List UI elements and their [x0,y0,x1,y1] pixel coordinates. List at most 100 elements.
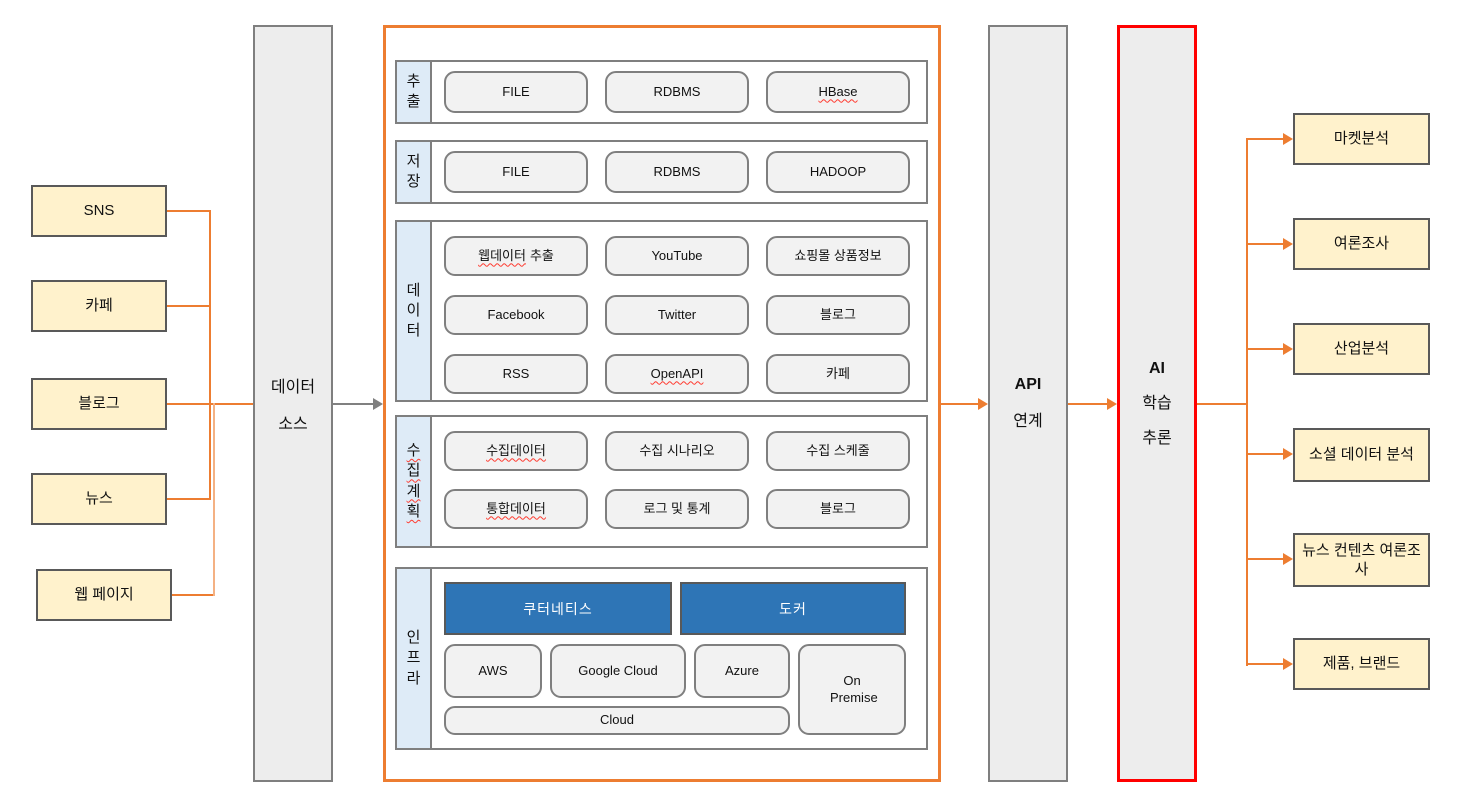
chip-label: AWS [478,662,508,678]
plan-blog-chip: 블로그 [766,489,910,529]
branch-line-2 [1248,243,1283,245]
arrow-pipeline-to-api-line [941,403,978,405]
connector-cafe [167,305,210,307]
ai-label-line2: 학습 [1142,394,1172,412]
row-data-label-cell: 데이터 [397,222,432,400]
chip-label: Facebook [487,306,545,322]
data-rss-chip: RSS [444,354,588,394]
output-label: 소셜 데이터 분석 [1309,446,1414,464]
row-label: 수집계획 [406,442,421,520]
api-label-line1: API [1014,376,1042,393]
infra-google-cloud-chip: Google Cloud [550,644,686,698]
output-box-news-content-poll: 뉴스 컨텐츠 여론조사 [1293,533,1430,587]
chip-label: Cloud [600,712,634,728]
chip-label: HBase [818,83,858,99]
api-link-box: API 연계 [988,25,1068,782]
output-box-social-data-analysis: 소셜 데이터 분석 [1293,428,1430,482]
source-label: SNS [83,202,115,220]
infra-aws-chip: AWS [444,644,542,698]
chip-label: Twitter [657,306,697,322]
branch-line-1 [1248,138,1283,140]
connector-left-vertical-2 [213,403,215,596]
chip-label: 쇼핑몰 상품정보 [794,247,882,263]
row-label: 저장 [406,152,421,190]
arrow-api-to-ai-line [1068,403,1107,405]
platform-label: 도커 [779,600,807,617]
data-source-box: 데이터 소스 [253,25,333,782]
branch-head-3 [1283,343,1293,355]
branch-line-3 [1248,348,1283,350]
row-extract-label-cell: 추출 [397,62,432,122]
platform-label: 쿠터네티스 [523,600,593,617]
row-infra-label-cell: 인프라 [397,569,432,748]
chip-label: RDBMS [653,163,701,179]
chip-label: FILE [502,163,530,179]
data-source-label-line2: 소스 [278,416,308,433]
extract-hbase-chip: HBase [766,71,910,113]
output-label: 산업분석 [1333,340,1390,358]
ai-learning-inference-box: AI 학습 추론 [1117,25,1197,782]
ai-label-line3: 추론 [1142,429,1172,447]
source-box-news: 뉴스 [31,473,167,525]
row-label: 추출 [406,72,421,110]
branch-head-6 [1283,658,1293,670]
extract-file-chip: FILE [444,71,588,113]
store-hadoop-chip: HADOOP [766,151,910,193]
data-youtube-chip: YouTube [605,236,749,276]
source-label: 카페 [85,297,113,315]
chip-label: RDBMS [653,83,701,99]
output-label: 제품, 브랜드 [1322,655,1401,673]
connector-output-trunk [1246,138,1248,666]
branch-head-5 [1283,553,1293,565]
chip-label: FILE [502,83,530,99]
source-box-sns: SNS [31,185,167,237]
plan-integrated-data-chip: 통합데이터 [444,489,588,529]
api-label-line2: 연계 [1013,413,1043,430]
arrow-api-to-ai-head [1107,398,1117,410]
chip-label: Azure [725,662,759,678]
output-box-market-analysis: 마켓분석 [1293,113,1430,165]
output-box-industry-analysis: 산업분석 [1293,323,1430,375]
source-label: 웹 페이지 [74,586,134,604]
infra-azure-chip: Azure [694,644,790,698]
extract-rdbms-chip: RDBMS [605,71,749,113]
output-box-opinion-poll: 여론조사 [1293,218,1430,270]
ai-label-line1: AI [1149,359,1165,377]
row-label: 인프라 [406,629,421,687]
connector-left-vertical-1 [209,210,211,500]
chip-label: 블로그 [820,306,856,322]
chip-label: Google Cloud [578,662,658,678]
plan-collected-data-chip: 수집데이터 [444,431,588,471]
store-file-chip: FILE [444,151,588,193]
connector-webpage [172,594,215,596]
source-label: 뉴스 [85,490,113,508]
plan-scenario-chip: 수집 시나리오 [605,431,749,471]
data-source-label-line1: 데이터 [270,379,316,396]
chip-label: RSS [502,365,530,381]
chip-label: YouTube [651,247,703,263]
arrow-datasource-to-pipeline-line [333,403,373,405]
chip-label: 블로그 [820,500,856,516]
data-shoppingmall-chip: 쇼핑몰 상품정보 [766,236,910,276]
data-facebook-chip: Facebook [444,295,588,335]
connector-ai-to-trunk [1197,403,1248,405]
store-rdbms-chip: RDBMS [605,151,749,193]
source-label: 블로그 [78,395,120,413]
chip-label: 통합데이터 [486,500,546,516]
chip-label: On Premise [830,672,878,705]
branch-line-4 [1248,453,1283,455]
chip-label: 추출 [529,247,554,263]
data-blog-chip: 블로그 [766,295,910,335]
plan-log-stats-chip: 로그 및 통계 [605,489,749,529]
source-box-cafe: 카페 [31,280,167,332]
branch-line-5 [1248,558,1283,560]
data-cafe-chip: 카페 [766,354,910,394]
output-label: 여론조사 [1333,235,1390,253]
chip-label: OpenAPI [650,365,704,381]
row-label: 데이터 [406,281,421,340]
arrow-pipeline-to-api-head [978,398,988,410]
output-box-product-brand: 제품, 브랜드 [1293,638,1430,690]
chip-label: 로그 및 통계 [643,500,711,516]
connector-news [167,498,210,500]
chip-label: 수집 스케줄 [806,442,870,458]
